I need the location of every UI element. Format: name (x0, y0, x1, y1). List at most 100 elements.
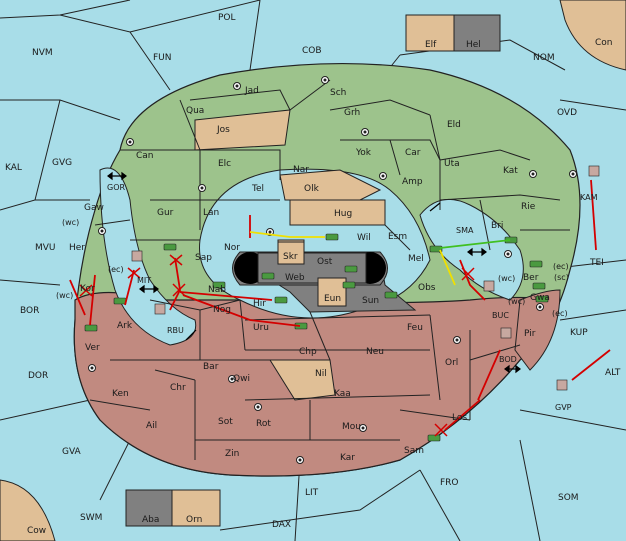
label-swm: SWM (80, 513, 102, 523)
coast-tag-her-wc: (wc) (62, 218, 79, 227)
label-con: Con (595, 38, 613, 48)
label-uta: Uta (444, 159, 460, 169)
label-web: Web (285, 273, 305, 283)
label-nvm: NVM (32, 48, 53, 58)
label-rbu: RBU (167, 326, 184, 335)
label-dor: DOR (28, 371, 48, 381)
label-mou: Mou (342, 422, 361, 432)
label-elc: Elc (218, 159, 231, 169)
north-borders (94, 79, 570, 251)
label-los: Los (452, 413, 467, 423)
label-tei: TEI (589, 258, 604, 268)
label-orn: Orn (186, 515, 202, 525)
label-tel: Tel (251, 184, 264, 194)
label-nom: NOM (533, 53, 555, 63)
label-mvu: MVU (35, 243, 56, 253)
label-lit: LIT (305, 488, 319, 498)
label-som: SOM (558, 493, 579, 503)
label-sot: Sot (218, 417, 233, 427)
label-skr: Skr (283, 252, 298, 262)
label-her: Her (69, 243, 85, 253)
canal-connectors (107, 171, 521, 374)
label-chp: Chp (299, 347, 317, 357)
label-uru: Uru (253, 323, 269, 333)
label-ber: Ber (523, 273, 539, 283)
region-jos[interactable] (194, 109, 291, 151)
coast-tag-gwa-wc: (wc) (508, 297, 525, 306)
label-yok: Yok (355, 148, 372, 158)
inset-orn[interactable] (171, 489, 221, 527)
label-elf: Elf (425, 40, 437, 50)
label-obs: Obs (418, 283, 436, 293)
label-eun: Eun (324, 294, 341, 304)
label-bor: BOR (20, 306, 39, 316)
label-wil: Wil (357, 233, 371, 243)
label-cow: Cow (27, 526, 46, 536)
label-neu: Neu (366, 347, 384, 357)
label-hel: Hel (466, 40, 481, 50)
label-bri: Bri (491, 221, 503, 231)
label-orl: Orl (445, 358, 458, 368)
label-kor: Kor (80, 284, 95, 294)
coast-tag-kor-wc: (wc) (56, 291, 73, 300)
label-cob: COB (302, 46, 322, 56)
coast-tag-gwa-ec: (ec) (552, 309, 568, 318)
label-zin: Zin (225, 449, 239, 459)
label-kar: Kar (340, 453, 355, 463)
label-sap: Sap (195, 253, 212, 263)
label-lan: Lan (203, 208, 219, 218)
label-olk: Olk (304, 184, 320, 194)
label-gvg: GVG (52, 158, 72, 168)
label-amp: Amp (402, 177, 423, 187)
label-jos: Jos (216, 125, 230, 135)
label-car: Car (405, 148, 421, 158)
label-kaa: Kaa (334, 389, 351, 399)
label-gwa: Gwa (530, 293, 550, 303)
label-nor: Nor (224, 243, 240, 253)
south-borders (89, 299, 521, 460)
label-alt: ALT (605, 368, 621, 378)
coast-tag-ber-sc: (sc) (554, 273, 569, 282)
label-gvp: GVP (555, 403, 572, 412)
label-sam: Sam (404, 446, 424, 456)
region-olk[interactable] (279, 169, 382, 201)
label-grh: Grh (344, 108, 360, 118)
region-eun-box[interactable] (317, 277, 347, 307)
label-sun: Sun (362, 296, 379, 306)
label-gor: GOR (107, 183, 125, 192)
label-ail: Ail (146, 421, 157, 431)
labels: POL NVM FUN COB NOM KAL GVG OVD MVU BOR … (5, 13, 621, 536)
label-rot: Rot (256, 419, 271, 429)
label-feu: Feu (407, 323, 423, 333)
label-nar: Nar (293, 165, 309, 175)
support-orders (249, 231, 511, 286)
label-fun: FUN (153, 53, 172, 63)
label-aba: Aba (142, 515, 159, 525)
label-fro: FRO (440, 478, 459, 488)
label-kat: Kat (503, 166, 518, 176)
region-nil[interactable] (269, 359, 336, 401)
label-can: Can (136, 151, 154, 161)
label-chr: Chr (170, 383, 186, 393)
label-kup: KUP (570, 328, 588, 338)
label-sma: SMA (456, 226, 474, 235)
label-pol: POL (218, 13, 236, 23)
coast-tag-kor-ec: (ec) (108, 265, 124, 274)
region-skr-box[interactable] (277, 241, 305, 265)
label-ken: Ken (112, 389, 129, 399)
inset-hel[interactable] (453, 14, 501, 52)
label-eld: Eld (447, 120, 461, 130)
region-pir[interactable] (514, 289, 561, 371)
label-sch: Sch (330, 88, 346, 98)
label-gaw: Gaw (84, 203, 104, 213)
label-nab: Nab (208, 285, 226, 295)
coast-tag-ber-ec: (ec) (553, 262, 569, 271)
fleets (131, 165, 600, 391)
label-hug: Hug (334, 209, 352, 219)
label-ovd: OVD (557, 108, 577, 118)
label-buc: BUC (492, 311, 509, 320)
label-bar: Bar (203, 362, 219, 372)
units (84, 233, 549, 442)
label-jad: Jad (244, 86, 259, 96)
